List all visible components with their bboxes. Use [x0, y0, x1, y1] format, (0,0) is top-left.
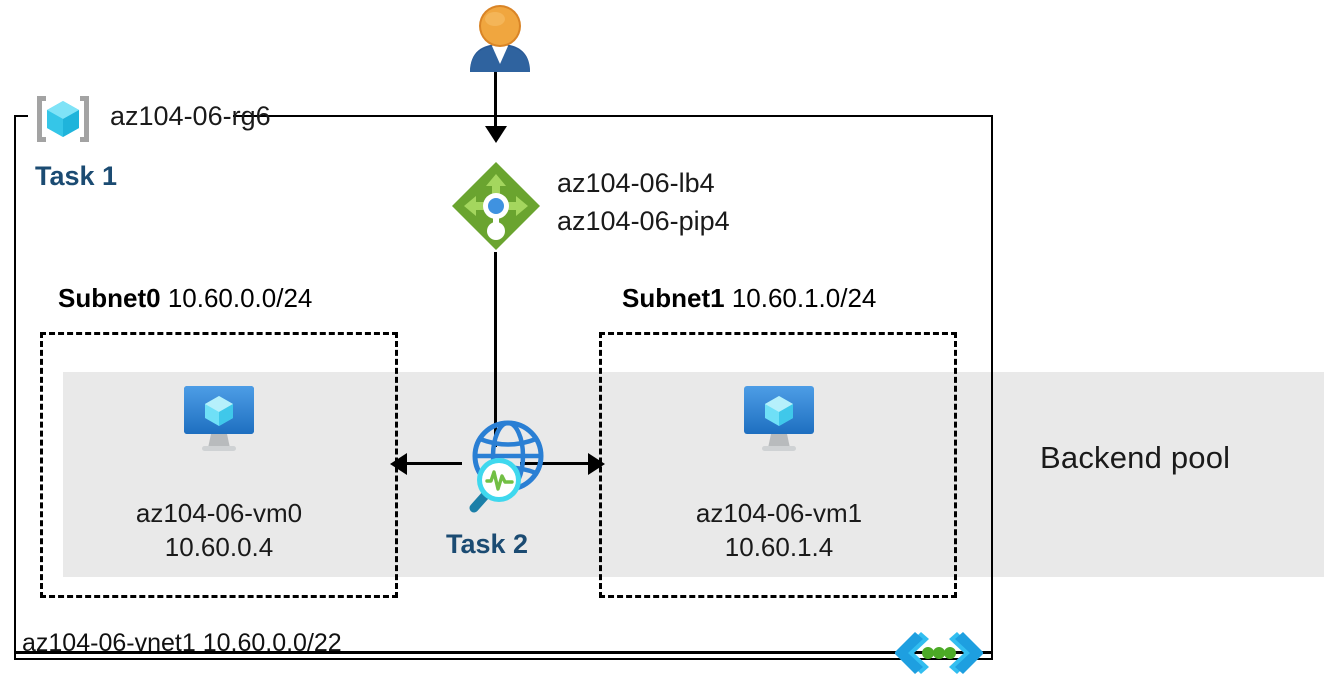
- virtual-network-name: az104-06-vnet1: [22, 629, 196, 657]
- backend-pool-label: Backend pool: [1040, 440, 1231, 475]
- virtual-machine-1-icon: [740, 382, 818, 456]
- backend-pool-band: [63, 372, 1324, 577]
- load-balancer-name: az104-06-lb4: [557, 168, 715, 198]
- virtual-machine-1-labels: az104-06-vm1 10.60.1.4: [639, 496, 919, 564]
- subnet-0-cidr: 10.60.0.0/24: [167, 283, 313, 313]
- public-ip-name: az104-06-pip4: [557, 206, 730, 236]
- resource-group-name: az104-06-rg6: [110, 101, 271, 131]
- resource-group-icon: [32, 93, 94, 145]
- load-balancer-labels: az104-06-lb4 az104-06-pip4: [557, 164, 730, 240]
- subnet-1-name: Subnet1: [622, 283, 725, 313]
- virtual-machine-0-labels: az104-06-vm0 10.60.0.4: [79, 496, 359, 564]
- virtual-machine-0-icon: [180, 382, 258, 456]
- virtual-network-boundary: [14, 651, 993, 654]
- virtual-machine-1-name: az104-06-vm1: [695, 498, 863, 528]
- virtual-machine-0-name: az104-06-vm0: [135, 498, 303, 528]
- virtual-machine-0-ip: 10.60.0.4: [164, 532, 274, 562]
- connector-network-to-subnet-0: [400, 462, 462, 465]
- connector-network-to-subnet-1: [520, 462, 590, 465]
- resource-group-box: [14, 115, 993, 660]
- subnet-1-cidr: 10.60.1.0/24: [731, 283, 877, 313]
- task-1-label: Task 1: [35, 161, 118, 191]
- load-balancer-icon: [448, 158, 544, 254]
- virtual-network-label: az104-06-vnet1 10.60.0.0/22: [22, 629, 342, 658]
- subnet-1-title: Subnet1 10.60.1.0/24: [622, 283, 876, 314]
- subnet-0-name: Subnet0: [58, 283, 161, 313]
- subnet-0-title: Subnet0 10.60.0.0/24: [58, 283, 312, 314]
- connector-user-arrowhead: [485, 126, 507, 143]
- virtual-network-cidr: 10.60.0.0/22: [202, 629, 342, 657]
- virtual-network-icon: [894, 628, 984, 678]
- connector-subnet-0-arrowhead: [390, 453, 407, 475]
- virtual-machine-1-ip: 10.60.1.4: [724, 532, 834, 562]
- connector-subnet-1-arrowhead: [588, 453, 605, 475]
- task-2-label: Task 2: [446, 529, 529, 559]
- connector-load-balancer-to-network: [494, 252, 497, 447]
- connector-user-to-load-balancer: [494, 72, 497, 130]
- user-icon: [464, 2, 536, 74]
- network-watcher-globe-icon: [452, 418, 550, 514]
